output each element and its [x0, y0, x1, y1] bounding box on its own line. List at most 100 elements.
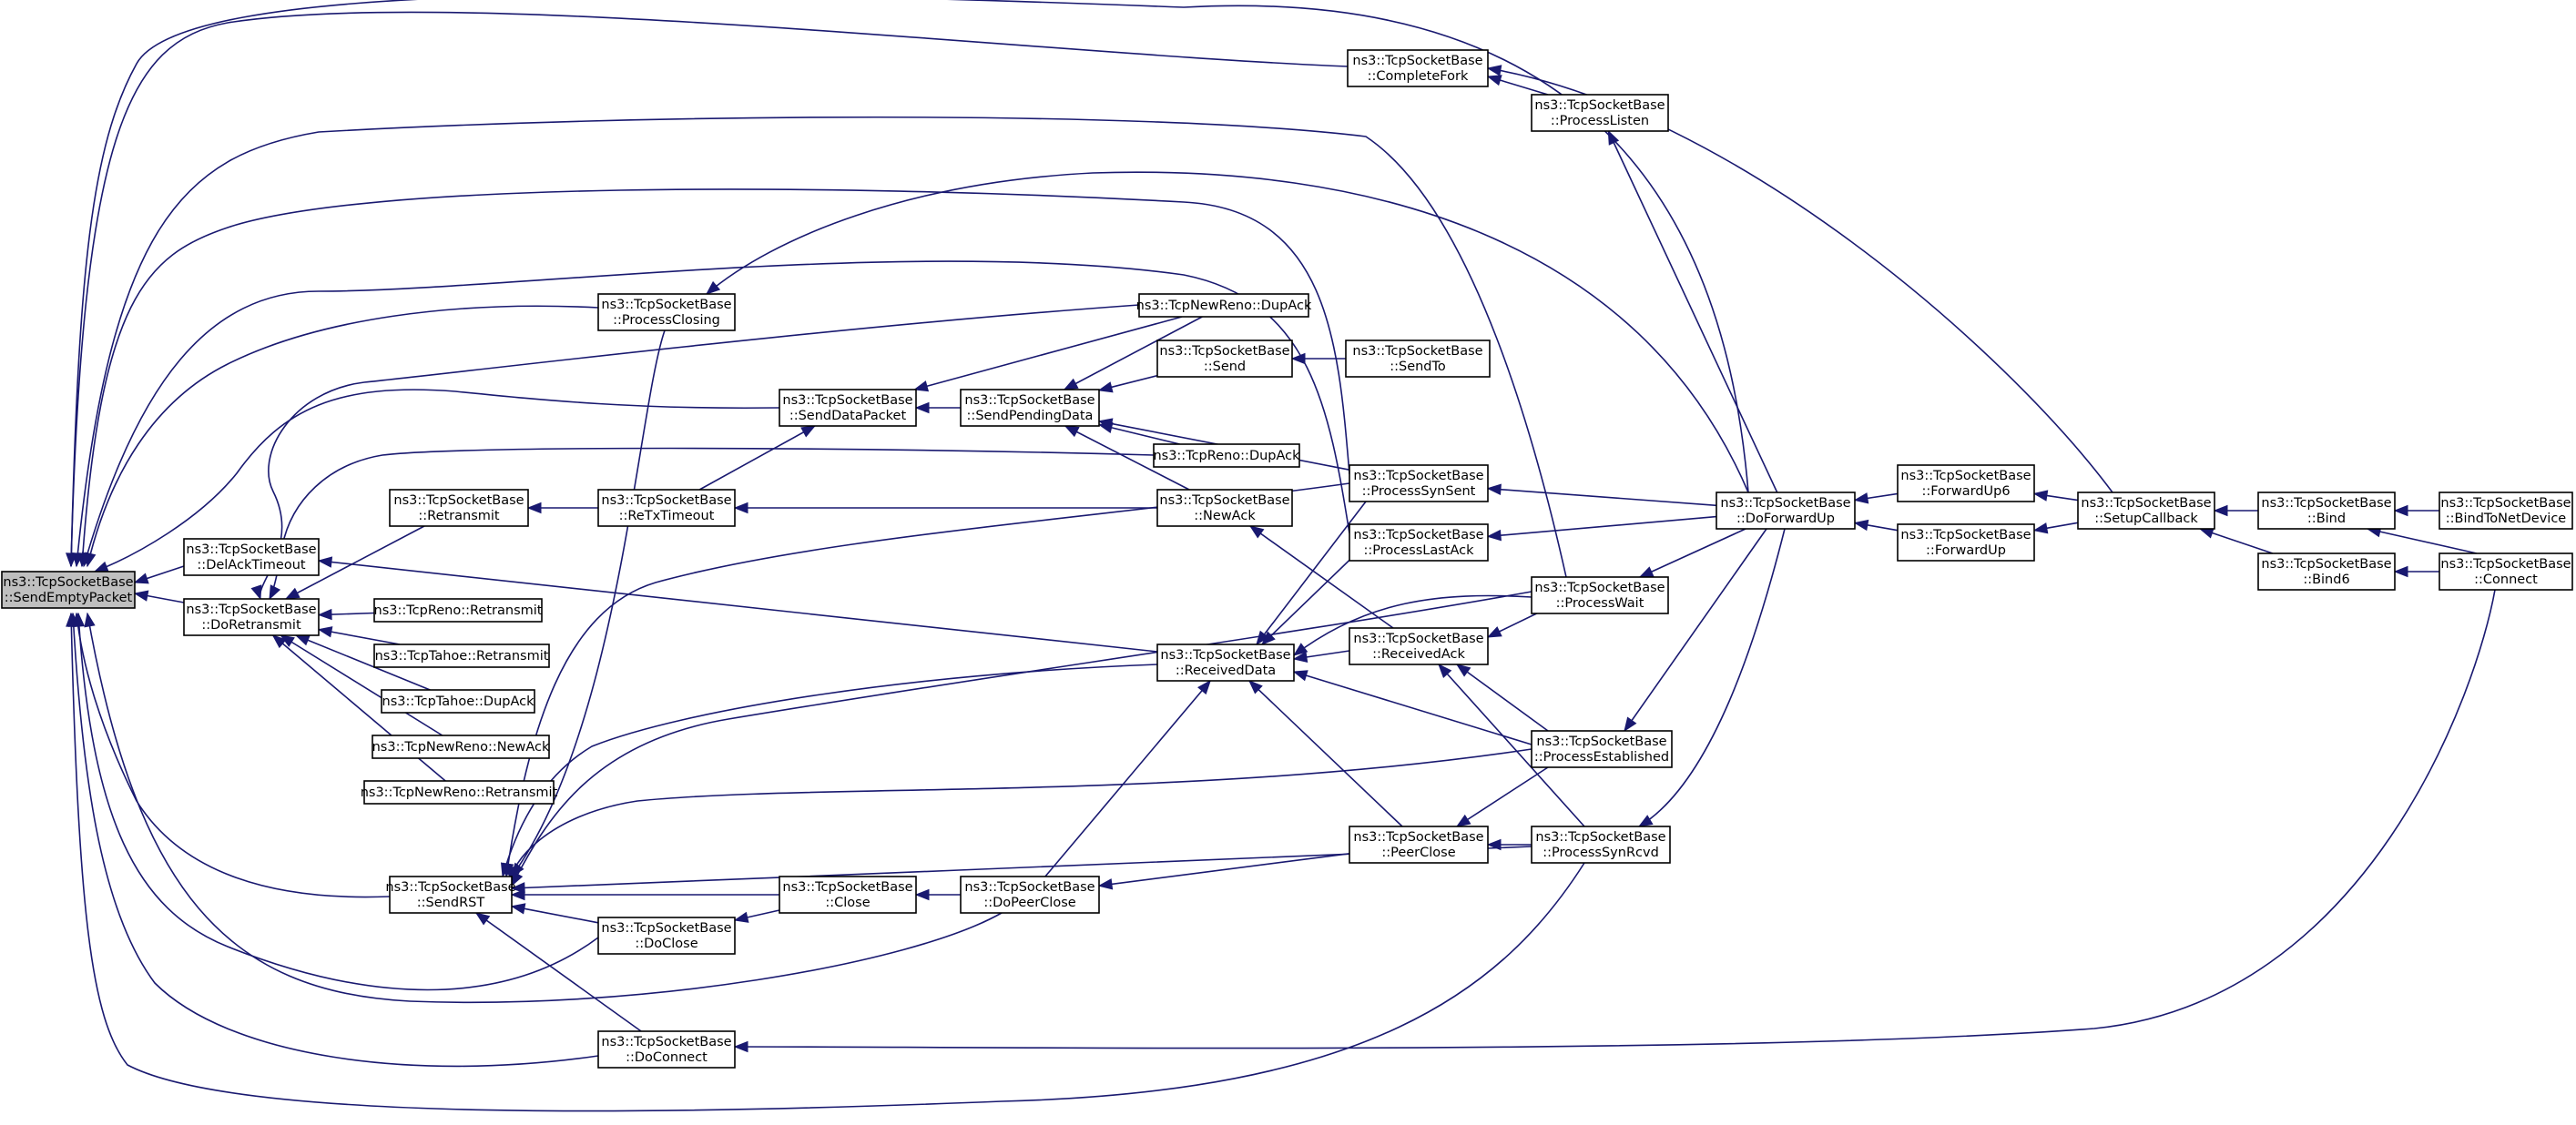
node-label: ::NewAck [1194, 509, 1256, 523]
arrowhead [269, 584, 281, 601]
node-received-ack[interactable]: ns3::TcpSocketBase::ReceivedAck [1349, 627, 1489, 665]
node-do-close[interactable]: ns3::TcpSocketBase::DoClose [597, 917, 736, 955]
node-new-ack[interactable]: ns3::TcpSocketBase::NewAck [1156, 489, 1293, 527]
node-received-data[interactable]: ns3::TcpSocketBase::ReceivedData [1156, 644, 1295, 682]
node-process-listen[interactable]: ns3::TcpSocketBase::ProcessListen [1531, 94, 1669, 132]
node-tahoe-dup-ack[interactable]: ns3::TcpTahoe::DupAck [381, 689, 535, 714]
arrowhead [914, 401, 930, 414]
arrowhead [1256, 630, 1269, 646]
node-box [1345, 340, 1491, 378]
node-box [2257, 492, 2396, 530]
node-label: ::DoConnect [626, 1050, 708, 1065]
call-edge [1293, 671, 1532, 745]
arrowhead [913, 380, 930, 392]
node-complete-fork[interactable]: ns3::TcpSocketBase::CompleteFork [1347, 49, 1489, 87]
node-label: ns3::TcpSocketBase [2261, 496, 2391, 511]
node-do-peer-close[interactable]: ns3::TcpSocketBase::DoPeerClose [960, 876, 1100, 914]
node-label: ns3::TcpSocketBase [1353, 632, 1483, 646]
call-edge [318, 560, 1158, 653]
node-bind[interactable]: ns3::TcpSocketBase::Bind [2257, 492, 2396, 530]
node-label: ns3::TcpSocketBase [385, 880, 515, 895]
node-bind6[interactable]: ns3::TcpSocketBase::Bind6 [2257, 552, 2396, 591]
arrowhead [1486, 483, 1502, 495]
node-box [363, 780, 555, 805]
node-process-closing[interactable]: ns3::TcpSocketBase::ProcessClosing [597, 293, 736, 331]
node-new-reno-retransmit[interactable]: ns3::TcpNewReno::Retransmit [361, 780, 558, 805]
node-box [1349, 464, 1489, 502]
call-edge [285, 525, 425, 600]
arrowhead [2213, 504, 2228, 517]
node-del-ack-timeout[interactable]: ns3::TcpSocketBase::DelAckTimeout [183, 538, 320, 576]
node-box [1349, 523, 1489, 562]
call-edge [1248, 680, 1403, 827]
arrowhead [1290, 352, 1306, 365]
node-label: ns3::TcpSocketBase [1353, 469, 1483, 483]
node-new-reno-new-ack[interactable]: ns3::TcpNewReno::NewAck [372, 735, 550, 759]
node-box [597, 917, 736, 955]
node-reno-retransmit[interactable]: ns3::TcpReno::Retransmit [373, 598, 543, 623]
node-connect[interactable]: ns3::TcpSocketBase::Connect [2439, 552, 2573, 591]
node-box [389, 489, 529, 527]
arrowhead [1486, 838, 1502, 851]
node-label: ::Connect [2474, 573, 2538, 587]
node-process-wait[interactable]: ns3::TcpSocketBase::ProcessWait [1531, 576, 1669, 614]
node-new-reno-dup-ack[interactable]: ns3::TcpNewReno::DupAck [1136, 293, 1312, 318]
arrowhead [1438, 663, 1452, 678]
node-do-connect[interactable]: ns3::TcpSocketBase::DoConnect [597, 1030, 736, 1069]
node-tahoe-retransmit[interactable]: ns3::TcpTahoe::Retransmit [373, 644, 550, 668]
node-do-forward-up[interactable]: ns3::TcpSocketBase::DoForwardUp [1716, 492, 1856, 530]
node-box [779, 876, 917, 914]
node-box [960, 876, 1100, 914]
node-setup-callback[interactable]: ns3::TcpSocketBase::SetupCallback [2077, 492, 2215, 530]
arrowhead [1197, 679, 1212, 695]
node-label: ::Send [1204, 360, 1246, 374]
node-reno-dup-ack[interactable]: ns3::TcpReno::DupAck [1153, 443, 1300, 468]
node-send-data-packet[interactable]: ns3::TcpSocketBase::SendDataPacket [779, 389, 917, 427]
arrowhead [2032, 490, 2049, 502]
node-label: ::DoClose [635, 937, 697, 951]
node-process-syn-sent[interactable]: ns3::TcpSocketBase::ProcessSynSent [1349, 464, 1489, 502]
call-edge [1293, 594, 1532, 656]
node-forward-up6[interactable]: ns3::TcpSocketBase::ForwardUp6 [1897, 464, 2035, 502]
call-edge [1098, 853, 1350, 887]
node-close[interactable]: ns3::TcpSocketBase::Close [779, 876, 917, 914]
node-label: ns3::TcpSocketBase [1720, 496, 1850, 511]
node-send-to[interactable]: ns3::TcpSocketBase::SendTo [1345, 340, 1491, 378]
node-label: ::ProcessListen [1551, 114, 1649, 128]
node-process-last-ack[interactable]: ns3::TcpSocketBase::ProcessLastAck [1349, 523, 1489, 562]
call-edge [914, 316, 1183, 390]
node-do-retransmit[interactable]: ns3::TcpSocketBase::DoRetransmit [183, 598, 320, 636]
node-box [1897, 523, 2035, 562]
node-box [1347, 49, 1489, 87]
arrowhead [1486, 65, 1502, 76]
node-box [183, 598, 320, 636]
node-forward-up[interactable]: ns3::TcpSocketBase::ForwardUp [1897, 523, 2035, 562]
node-re-tx-timeout[interactable]: ns3::TcpSocketBase::ReTxTimeout [597, 489, 736, 527]
node-peer-close[interactable]: ns3::TcpSocketBase::PeerClose [1349, 826, 1489, 864]
node-label: ::DoForwardUp [1736, 512, 1835, 526]
node-send-rst[interactable]: ns3::TcpSocketBase::SendRST [385, 876, 516, 914]
call-edge [70, 0, 1749, 567]
arrowhead [510, 888, 525, 901]
call-edge [2367, 528, 2478, 554]
node-process-established[interactable]: ns3::TcpSocketBase::ProcessEstablished [1531, 730, 1673, 768]
node-label: ns3::TcpReno::DupAck [1153, 449, 1300, 463]
node-process-syn-rcvd[interactable]: ns3::TcpSocketBase::ProcessSynRcvd [1531, 826, 1671, 864]
node-send-empty-packet[interactable]: ns3::TcpSocketBase::SendEmptyPacket [1, 571, 136, 609]
call-edge [77, 613, 599, 991]
node-box [960, 389, 1100, 427]
call-edge [1098, 423, 1180, 445]
node-label: ::ReceivedAck [1372, 647, 1465, 662]
node-retransmit[interactable]: ns3::TcpSocketBase::Retransmit [389, 489, 529, 527]
call-edge [76, 613, 391, 898]
arrowhead [250, 584, 262, 601]
call-edge [1487, 487, 1717, 507]
call-edge [505, 482, 1350, 877]
node-bind-to-net-device[interactable]: ns3::TcpSocketBase::BindToNetDevice [2439, 492, 2573, 530]
node-box [372, 735, 550, 759]
node-send[interactable]: ns3::TcpSocketBase::Send [1156, 340, 1293, 378]
node-box [389, 876, 513, 914]
node-send-pending-data[interactable]: ns3::TcpSocketBase::SendPendingData [960, 389, 1100, 427]
arrowhead [1607, 129, 1620, 146]
arrowhead [66, 552, 77, 568]
